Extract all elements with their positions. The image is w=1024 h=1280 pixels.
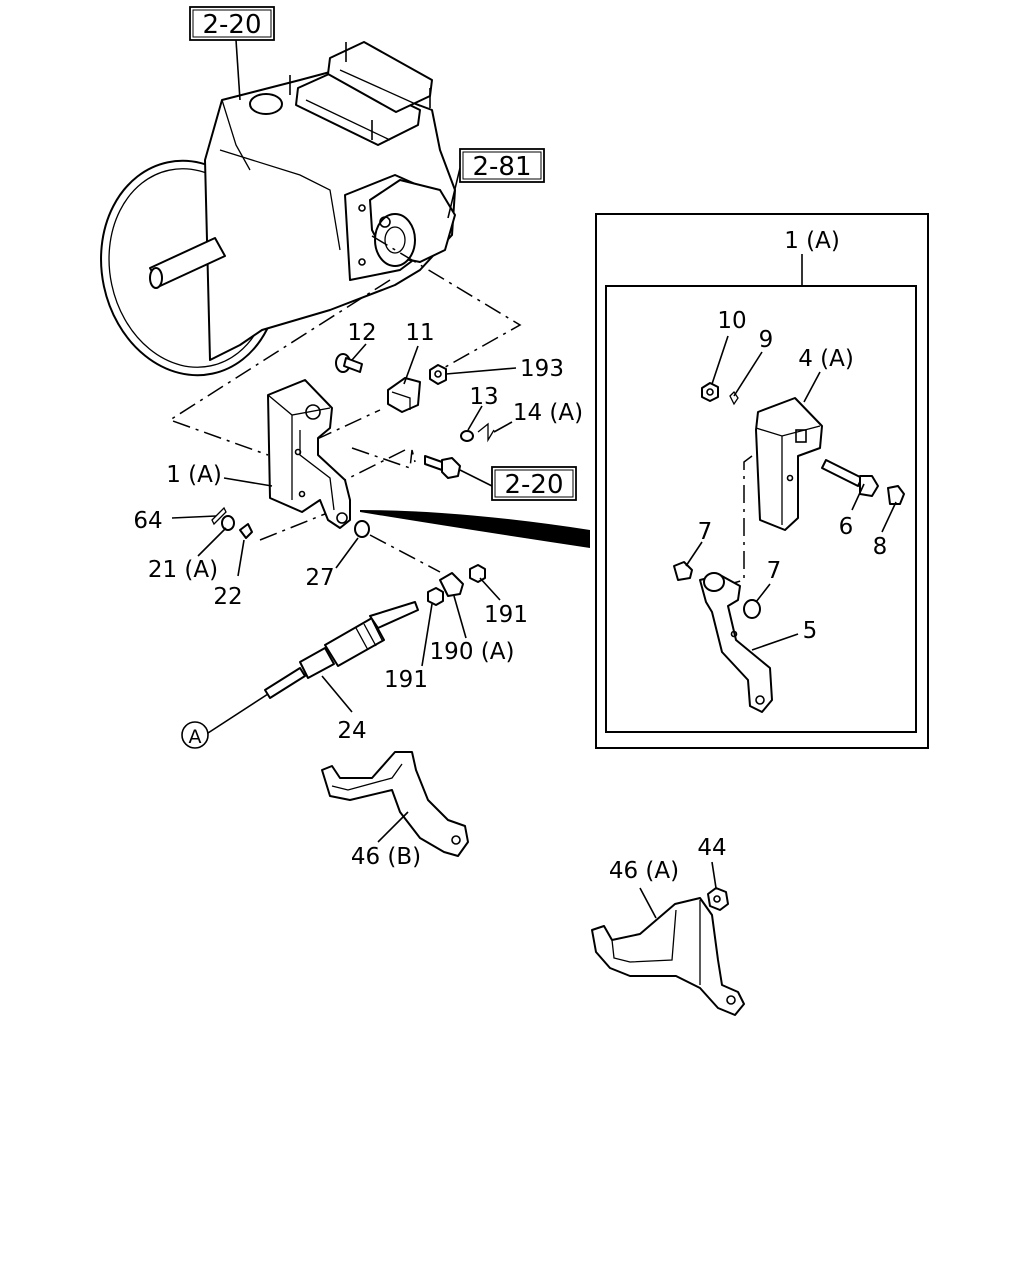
inset-fitting-8 xyxy=(887,485,905,505)
inset-bolt-6 xyxy=(821,459,863,487)
inset-label-7-left: 7 xyxy=(698,519,713,545)
label-27: 27 xyxy=(305,565,334,591)
cotter-pin-64 xyxy=(211,506,227,526)
ref-box-mid-label: 2-20 xyxy=(504,470,563,500)
label-190a: 190 (A) xyxy=(430,639,515,665)
pin-14a xyxy=(477,422,495,443)
ref-box-mid: 2-20 xyxy=(491,466,577,501)
label-191-left: 191 xyxy=(384,667,428,693)
nut-193 xyxy=(429,364,447,385)
ref-box-right-label: 2-81 xyxy=(472,152,531,182)
inset-bushing-7-left xyxy=(673,561,693,581)
inset-label-10: 10 xyxy=(717,308,746,334)
inset-labels: 1 (A) 10 9 4 (A) 6 8 7 7 5 xyxy=(698,228,888,644)
inset-label-5: 5 xyxy=(803,618,818,644)
label-22: 22 xyxy=(213,584,242,610)
label-46b: 46 (B) xyxy=(351,844,421,870)
bracket-46b xyxy=(321,751,469,857)
inset-label-4a: 4 (A) xyxy=(798,346,854,372)
label-64: 64 xyxy=(133,508,162,534)
cable-24 xyxy=(264,601,419,699)
inset-lever-5 xyxy=(699,572,773,713)
inset-nut-10 xyxy=(701,382,719,402)
washer-13 xyxy=(460,430,474,442)
label-14a: 14 (A) xyxy=(513,400,583,426)
transmission-assembly xyxy=(100,41,456,377)
inset-panel xyxy=(595,213,929,749)
washer-27 xyxy=(354,520,370,538)
inset-label-9: 9 xyxy=(759,327,774,353)
nut-191-left xyxy=(427,587,444,606)
inset-label-6: 6 xyxy=(839,514,854,540)
label-1a: 1 (A) xyxy=(166,462,222,488)
ref-box-top-label: 2-20 xyxy=(202,10,261,40)
callout-circle-a: A xyxy=(181,721,209,749)
label-21a: 21 (A) xyxy=(148,557,218,583)
inset-label-7-right: 7 xyxy=(767,558,782,584)
label-193: 193 xyxy=(520,356,564,382)
label-11: 11 xyxy=(405,320,434,346)
nut-44 xyxy=(707,887,729,911)
label-13: 13 xyxy=(469,384,498,410)
part-labels: 12 11 193 13 14 (A) 1 (A) 64 21 (A) 22 2… xyxy=(133,320,726,884)
label-12: 12 xyxy=(347,320,376,346)
inset-title: 1 (A) xyxy=(784,228,840,254)
washer-21a xyxy=(221,515,235,531)
bolt-12 xyxy=(335,353,363,373)
callout-circle-a-label: A xyxy=(189,726,202,748)
label-46a: 46 (A) xyxy=(609,858,679,884)
leader-lines xyxy=(171,335,897,919)
ref-box-right: 2-81 xyxy=(459,148,545,183)
label-24: 24 xyxy=(337,718,366,744)
bushing-22 xyxy=(239,523,253,539)
label-44: 44 xyxy=(697,835,726,861)
bolt-2-20 xyxy=(424,455,461,479)
connector-190a xyxy=(439,572,464,597)
inset-clip-9 xyxy=(729,390,739,406)
inset-bushing-7-right xyxy=(743,599,761,619)
inset-pointer xyxy=(360,510,590,548)
bracket-46a xyxy=(591,897,745,1016)
inset-label-8: 8 xyxy=(873,534,888,560)
block-11 xyxy=(387,377,421,413)
nut-191-right xyxy=(469,564,486,583)
bracket-1a xyxy=(267,379,351,529)
label-191-right: 191 xyxy=(484,602,528,628)
ref-box-top: 2-20 xyxy=(189,6,275,41)
